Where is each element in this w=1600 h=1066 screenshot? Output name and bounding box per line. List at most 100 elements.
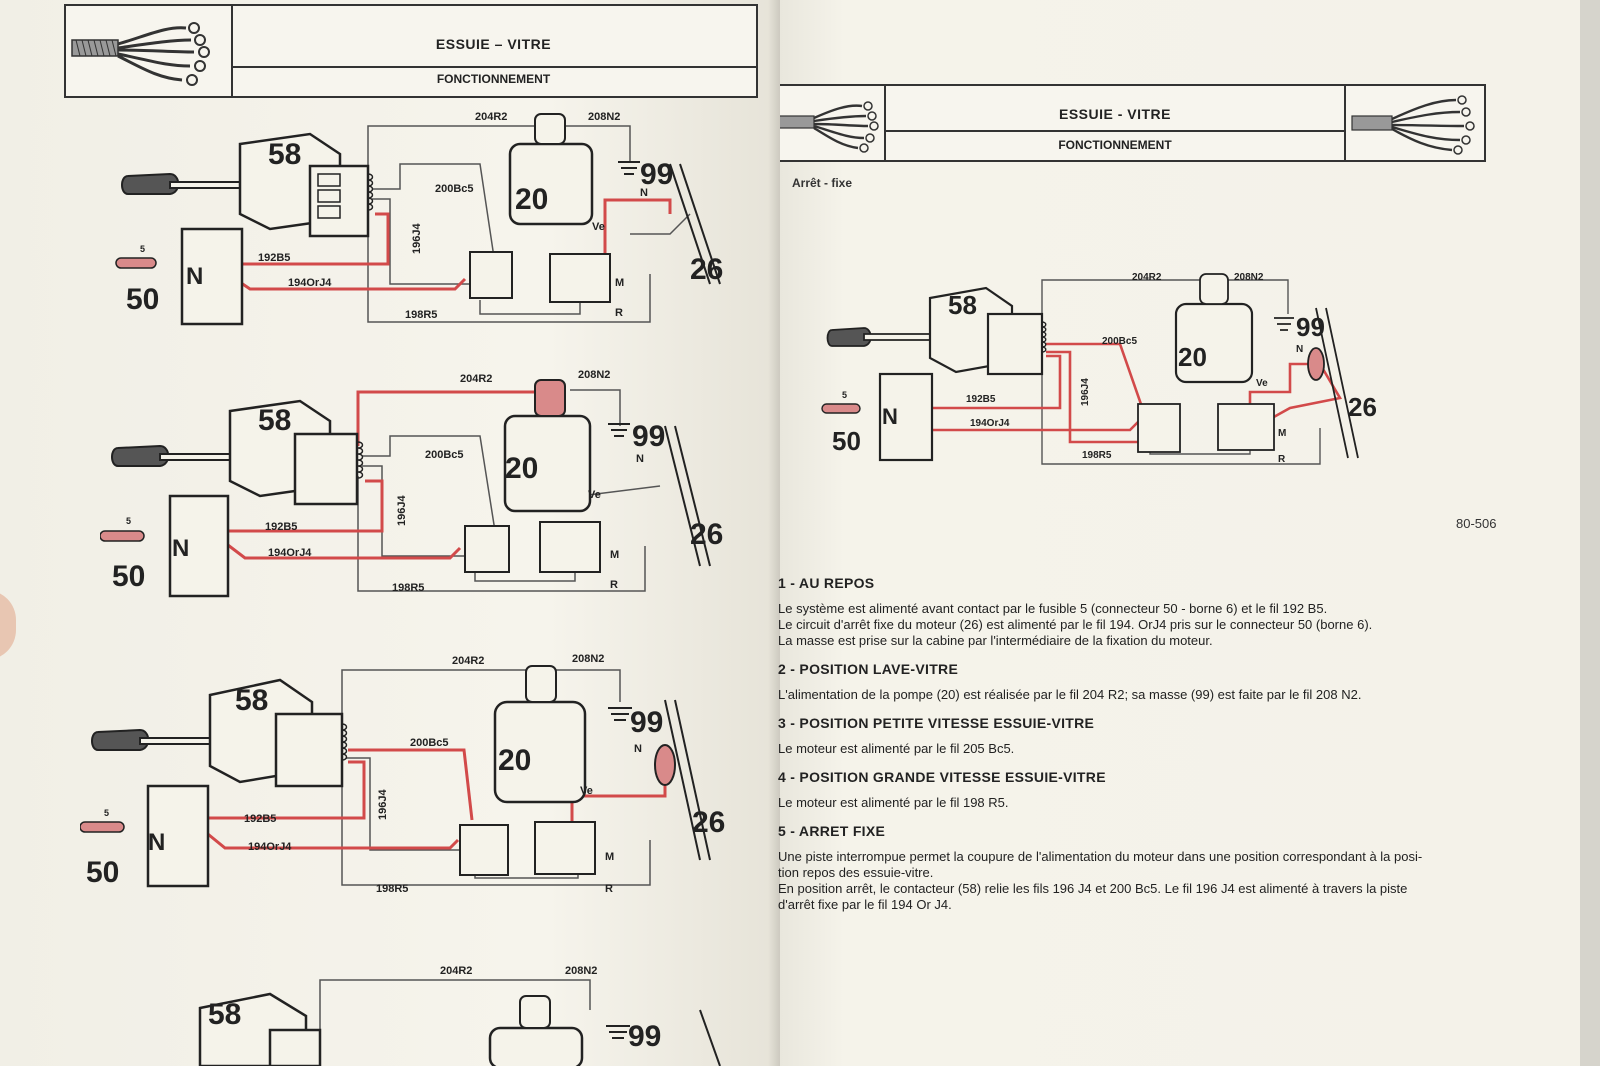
right-header-subtitle: FONCTIONNEMENT — [1058, 138, 1172, 152]
section-heading: 5 - ARRET FIXE — [778, 823, 886, 839]
wire-198-label: 198R5 — [392, 582, 424, 594]
section-heading: 3 - POSITION PETITE VITESSE ESSUIE-VITRE — [778, 715, 1095, 731]
wire-200-label: 200Bc5 — [1102, 336, 1137, 347]
ve-label: Ve — [580, 785, 593, 797]
section-heading: 1 - AU REPOS — [778, 575, 875, 591]
motor-label: 26 — [692, 806, 725, 839]
wire-204-label: 204R2 — [460, 373, 492, 385]
wire-192-label: 192B5 — [258, 252, 290, 264]
figure-reference: 80-506 — [1456, 516, 1497, 531]
wiring-diagram-4: 58 99 204R2 208N2 — [160, 950, 740, 1066]
connector-label: 50 — [126, 283, 159, 316]
connector-label: 50 — [112, 560, 145, 593]
wire-192-label: 192B5 — [244, 813, 276, 825]
wire-196-label: 196J4 — [1080, 378, 1091, 406]
wiring-diagram-2: 58 N 50 5 20 99 26 204R2 208N2 200Bc5 19… — [100, 366, 740, 606]
fuse-label: 5 — [104, 808, 109, 818]
section-line: Une piste interrompue permet la coupure … — [778, 849, 1423, 864]
section-heading: 2 - POSITION LAVE-VITRE — [778, 661, 959, 677]
ve-label: Ve — [588, 489, 601, 501]
wire-196-label: 196J4 — [396, 495, 408, 526]
motor-label: 26 — [690, 518, 723, 551]
connector-label: 50 — [86, 856, 119, 889]
wire-208-label: 208N2 — [1234, 272, 1264, 283]
wire-198-label: 198R5 — [376, 883, 408, 895]
ground-label: 99 — [628, 1020, 661, 1053]
section-line: L'alimentation de la pompe (20) est réal… — [778, 687, 1362, 702]
m-label: M — [1278, 428, 1286, 439]
section-line: tion repos des essuie-vitre. — [778, 865, 934, 880]
wire-harness-icon — [1344, 86, 1484, 160]
pump-label: 20 — [1178, 342, 1207, 372]
motor-label: 26 — [1348, 392, 1377, 422]
wire-192-label: 192B5 — [966, 394, 996, 405]
motor-label: 26 — [690, 253, 723, 286]
connector-letter: N — [882, 404, 898, 429]
section-grande-vitesse: 4 - POSITION GRANDE VITESSE ESSUIE-VITRE… — [778, 769, 1568, 811]
wire-200-label: 200Bc5 — [410, 737, 449, 749]
wire-208-label: 208N2 — [565, 965, 597, 977]
wire-200-label: 200Bc5 — [425, 449, 464, 461]
left-page: ESSUIE – VITRE FONCTIONNEMENT — [0, 0, 780, 1066]
right-header: ESSUIE - VITRE FONCTIONNEMENT — [780, 84, 1486, 162]
wire-198-label: 198R5 — [1082, 450, 1112, 461]
section-lave-vitre: 2 - POSITION LAVE-VITRE L'alimentation d… — [778, 661, 1568, 703]
wire-208-label: 208N2 — [588, 111, 620, 123]
wire-204-label: 204R2 — [440, 965, 472, 977]
wire-198-label: 198R5 — [405, 309, 437, 321]
m-label: M — [610, 549, 619, 561]
wire-196-label: 196J4 — [411, 223, 423, 254]
wire-204-label: 204R2 — [1132, 272, 1162, 283]
connector-label: 50 — [832, 426, 861, 456]
r-label: R — [615, 307, 623, 319]
section-body: Le moteur est alimenté par le fil 198 R5… — [778, 795, 1568, 811]
section-line: Le circuit d'arrêt fixe du moteur (26) e… — [778, 617, 1373, 632]
wire-194-label: 194OrJ4 — [268, 547, 312, 559]
ve-label: Ve — [1256, 378, 1268, 389]
wire-194-label: 194OrJ4 — [248, 841, 292, 853]
r-label: R — [1278, 454, 1286, 465]
section-line: Le moteur est alimenté par le fil 198 R5… — [778, 795, 1009, 810]
n-label: N — [1296, 344, 1303, 355]
r-label: R — [605, 883, 613, 895]
right-header-title: ESSUIE - VITRE — [1058, 106, 1172, 122]
wire-harness-icon — [66, 6, 233, 96]
wire-196-label: 196J4 — [377, 789, 389, 820]
left-header-subtitle: FONCTIONNEMENT — [436, 72, 551, 86]
ve-label: Ve — [592, 221, 605, 233]
n-label: N — [636, 453, 644, 465]
connector-letter: N — [148, 829, 165, 856]
n-label: N — [634, 743, 642, 755]
thumb — [0, 590, 16, 660]
wire-208-label: 208N2 — [572, 653, 604, 665]
section-petite-vitesse: 3 - POSITION PETITE VITESSE ESSUIE-VITRE… — [778, 715, 1568, 757]
right-header-rule — [884, 130, 1346, 132]
fuse-label: 5 — [842, 390, 847, 400]
pump-label: 20 — [505, 452, 538, 485]
left-header-title: ESSUIE – VITRE — [435, 36, 552, 52]
ground-label: 99 — [630, 706, 663, 739]
connector-letter: N — [186, 263, 203, 290]
wire-194-label: 194OrJ4 — [970, 418, 1010, 429]
pump-label: 20 — [498, 744, 531, 777]
fuse-label: 5 — [126, 516, 131, 526]
ground-label: 99 — [640, 158, 673, 191]
switch-label: 58 — [268, 138, 301, 171]
wire-200-label: 200Bc5 — [435, 183, 474, 195]
section-body: L'alimentation de la pompe (20) est réal… — [778, 687, 1568, 703]
section-line: Le système est alimenté avant contact pa… — [778, 601, 1328, 616]
wiring-diagram-arret-fixe: 58 N 50 5 20 99 26 204R2 208N2 200Bc5 19… — [820, 268, 1380, 478]
section-line: En position arrêt, le contacteur (58) re… — [778, 881, 1408, 896]
ground-label: 99 — [632, 420, 665, 453]
section-arret-fixe: 5 - ARRET FIXE Une piste interrompue per… — [778, 823, 1568, 913]
wire-194-label: 194OrJ4 — [288, 277, 332, 289]
right-page: ESSUIE - VITRE FONCTIONNEMENT Arrêt - fi… — [780, 0, 1580, 1066]
wire-192-label: 192B5 — [265, 521, 297, 533]
left-header-rule — [231, 66, 756, 68]
r-label: R — [610, 579, 618, 591]
pump-label: 20 — [515, 183, 548, 216]
section-body: Une piste interrompue permet la coupure … — [778, 849, 1568, 913]
section-line: Le moteur est alimenté par le fil 205 Bc… — [778, 741, 1015, 756]
switch-label: 58 — [235, 684, 268, 717]
section-body: Le système est alimenté avant contact pa… — [778, 601, 1568, 649]
